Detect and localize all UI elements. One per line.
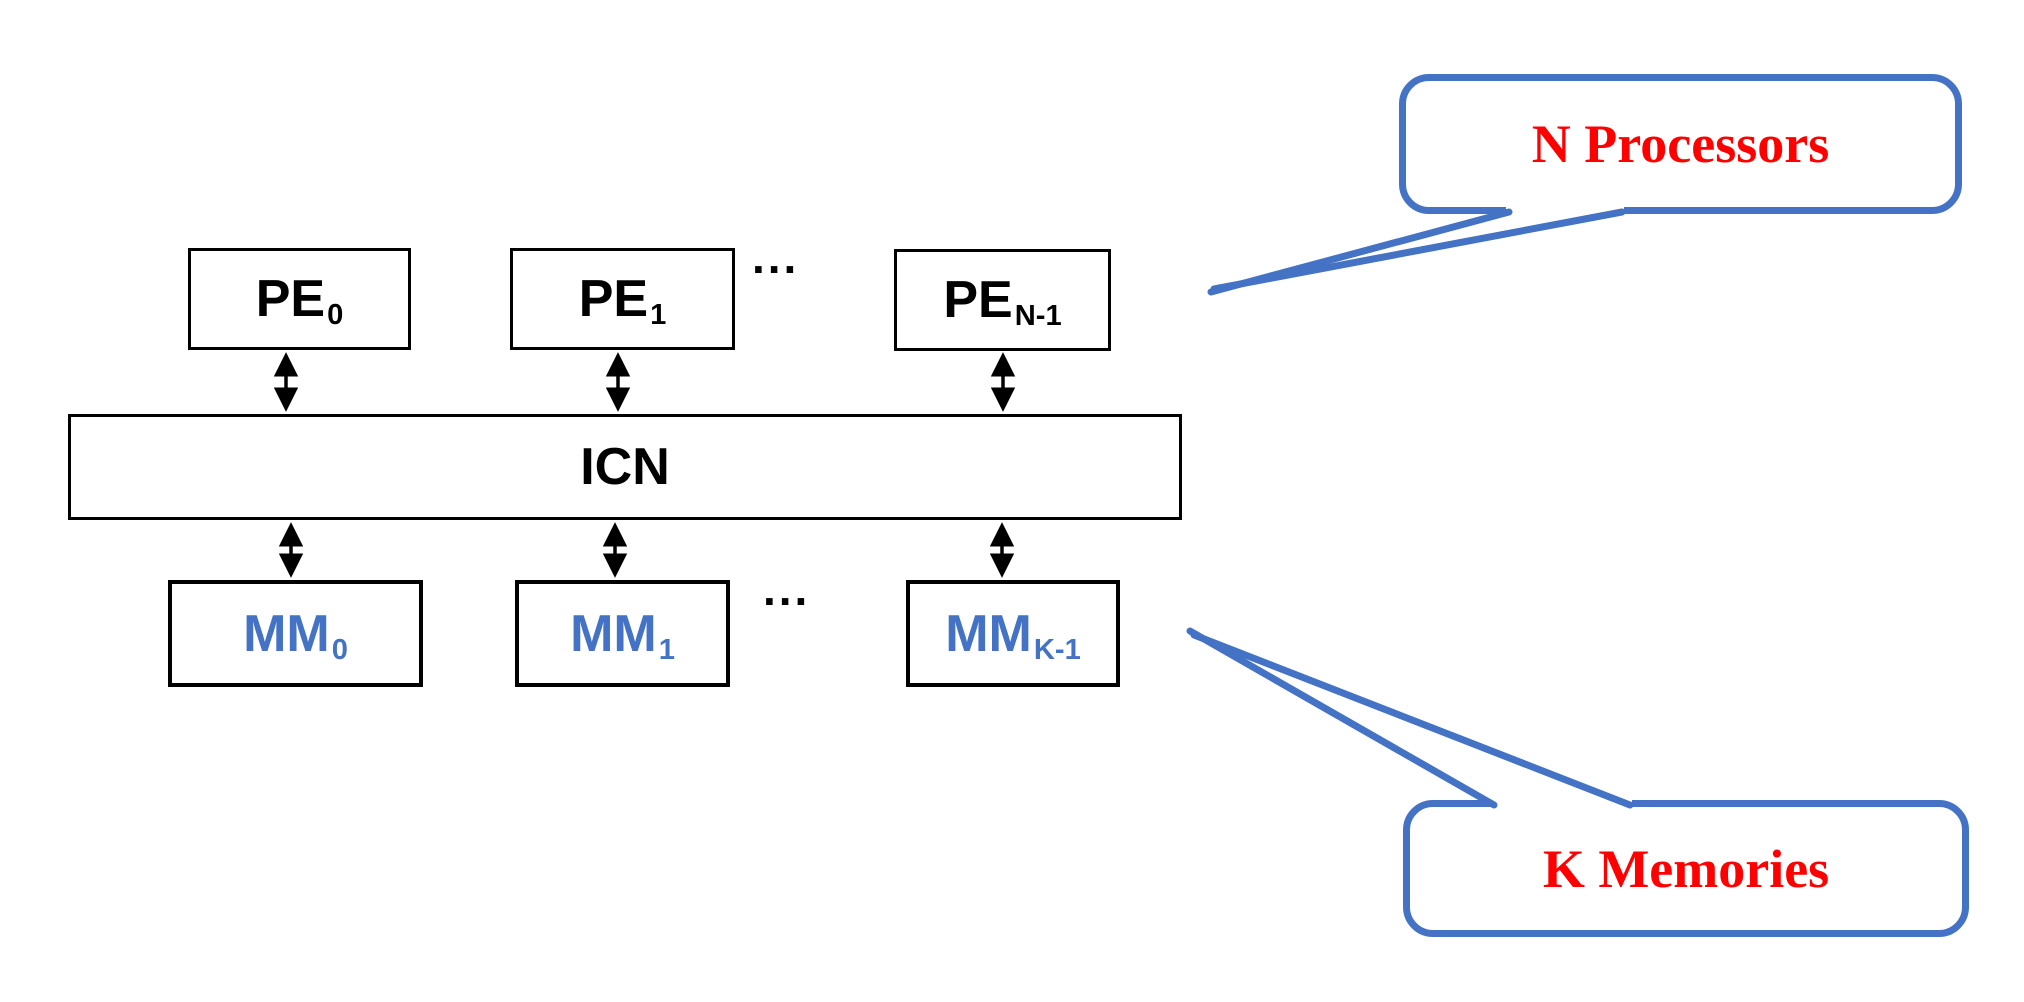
callout-k-memories: K Memories xyxy=(1403,800,1969,937)
callout-n-tail-edge-lower xyxy=(1210,208,1626,293)
callout-n-tail-edge-upper xyxy=(1207,208,1513,296)
pe-n-1-label-subscript: N-1 xyxy=(1014,300,1062,333)
pe1-label-base: PE xyxy=(578,270,649,328)
callout-k-memories-label: K Memories xyxy=(1542,838,1830,899)
callout-k-tail-edge-right xyxy=(1190,631,1634,809)
pe0-label-base: PE xyxy=(255,270,326,328)
callout-n-processors-label: N Processors xyxy=(1531,114,1830,174)
pe-n-1-label-base: PE xyxy=(943,271,1013,329)
mm-k-1-label-base: MM xyxy=(945,604,1032,663)
mm0-label-base: MM xyxy=(243,604,330,663)
pe0-label-subscript: 0 xyxy=(327,299,344,332)
icn-label: ICN xyxy=(580,438,670,496)
callout-n-processors: N Processors xyxy=(1399,74,1962,214)
pe1-label-subscript: 1 xyxy=(650,299,667,332)
mm1-label-base: MM xyxy=(570,604,657,663)
mm1-label-subscript: 1 xyxy=(658,633,675,666)
icn-bar: ICN xyxy=(68,414,1182,520)
mm-k-1-label-subscript: K-1 xyxy=(1033,633,1081,666)
processor-row-ellipsis: ... xyxy=(752,231,800,283)
mm0-label-subscript: 0 xyxy=(331,633,348,666)
memory-row-ellipsis: ... xyxy=(763,563,811,615)
callout-k-tail-edge-left xyxy=(1186,627,1498,809)
